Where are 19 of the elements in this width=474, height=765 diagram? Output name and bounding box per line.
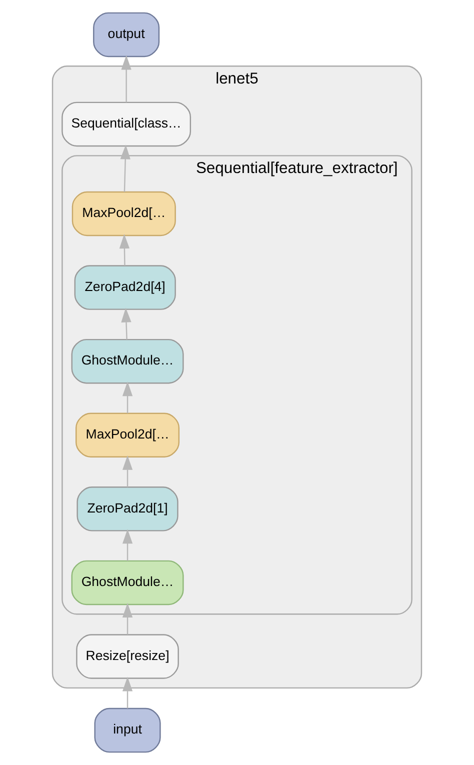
node-box: GhostModule…: [71, 338, 184, 384]
arrow: [122, 602, 133, 635]
node-box: input: [94, 708, 161, 753]
arrow: [122, 529, 133, 561]
arrow: [121, 308, 132, 340]
arrow: [122, 382, 133, 414]
node-box: MaxPool2d[…: [76, 412, 180, 458]
node-box: ZeroPad2d[4]: [74, 265, 176, 310]
node-box: Sequential[class…: [62, 102, 192, 147]
arrow: [121, 55, 132, 102]
node-box: Resize[resize]: [76, 634, 179, 679]
arrow: [122, 676, 133, 708]
arrow: [122, 455, 133, 488]
node-box: GhostModule…: [71, 560, 184, 606]
node-box: MaxPool2d[…: [72, 191, 176, 236]
node-box: output: [93, 12, 160, 58]
arrow: [119, 234, 130, 266]
arrow: [120, 144, 130, 192]
node-box: ZeroPad2d[1]: [76, 486, 178, 532]
